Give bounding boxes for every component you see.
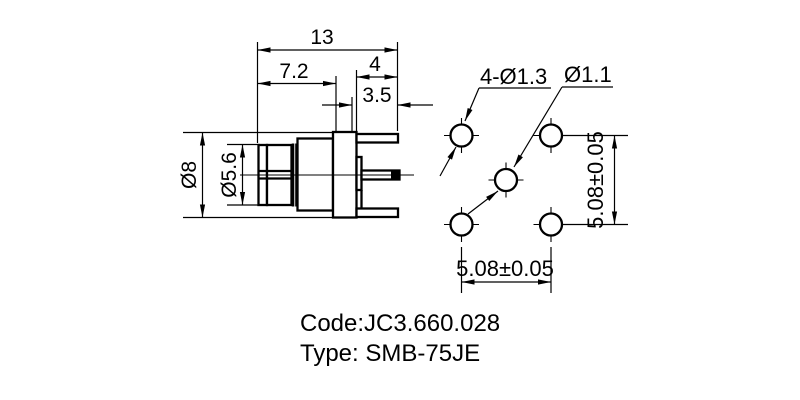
top-leg [355, 132, 400, 144]
mounting-holes [444, 118, 569, 242]
dim-sleeve-diameter: Ø5.6 [218, 144, 246, 205]
dim-rear-section: 4 [356, 53, 398, 80]
corner-holes-text: 4-Ø1.3 [480, 64, 547, 89]
label-corner-holes: 4-Ø1.3 [439, 64, 551, 177]
dim-body-length: 7.2 [257, 60, 336, 87]
footprint-view: 4-Ø1.3 Ø1.1 5.08±0.05 5.08±0.05 [439, 62, 628, 293]
part-code-text: Code:JC3.660.028 [300, 310, 500, 337]
label-center-hole: Ø1.1 [467, 62, 613, 215]
extension-lines [183, 42, 399, 219]
dim-pitch-vertical: 5.08±0.05 [563, 131, 628, 229]
dim-outer-diameter: Ø8 [178, 132, 206, 218]
hole-top-right [533, 118, 569, 153]
dim-pitch-horizontal: 5.08±0.05 [456, 247, 554, 293]
part-type-text: Type: SMB-75JE [300, 340, 480, 367]
dim-rear-section-label: 4 [369, 53, 381, 76]
dim-total-length: 13 [257, 26, 398, 53]
hole-bottom-right [533, 207, 569, 242]
hole-center [488, 162, 524, 198]
dim-body-length-label: 7.2 [279, 60, 308, 83]
hole-top-left [444, 118, 479, 153]
dim-total-length-label: 13 [310, 26, 333, 49]
hole-bottom-left [444, 207, 479, 242]
connector-body [240, 130, 414, 219]
title-block: Code:JC3.660.028 Type: SMB-75JE [300, 310, 500, 367]
bottom-leg [355, 207, 400, 219]
side-view: 13 7.2 4 3.5 Ø8 Ø5.6 [178, 26, 433, 219]
dim-outer-diameter-label: Ø8 [178, 161, 201, 189]
center-hole-text: Ø1.1 [564, 62, 612, 87]
pitch-vertical-label: 5.08±0.05 [583, 131, 608, 229]
dim-sleeve-diameter-label: Ø5.6 [218, 152, 241, 198]
pitch-horizontal-label: 5.08±0.05 [456, 256, 554, 281]
dim-leg-length: 3.5 [322, 84, 433, 108]
dim-leg-length-label: 3.5 [362, 84, 391, 107]
